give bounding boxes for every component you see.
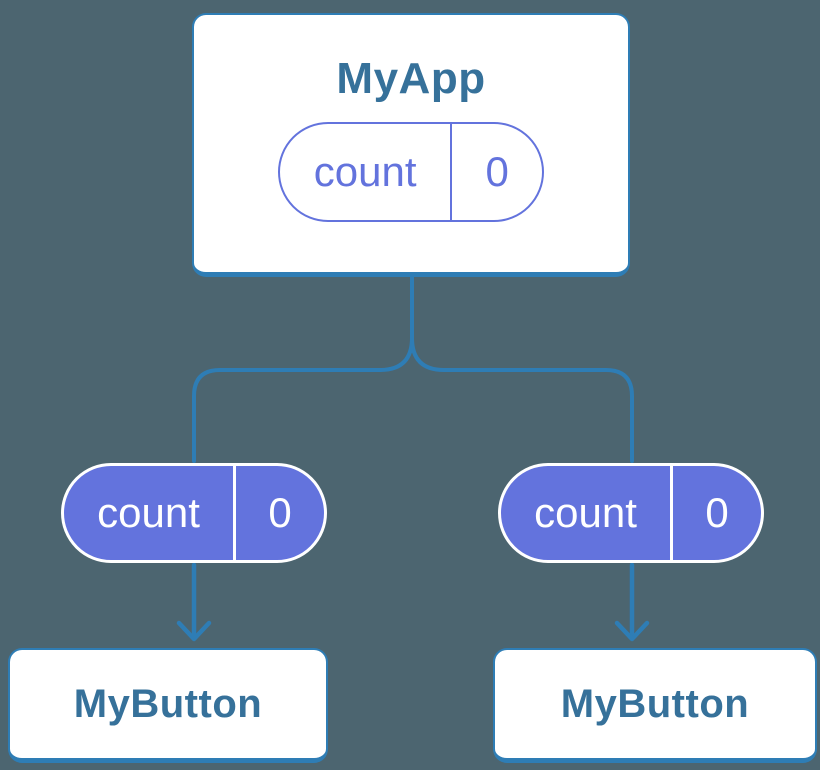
prop-pill-right: count 0 (498, 463, 764, 563)
prop-name: count (97, 489, 200, 536)
prop-value: 0 (670, 466, 761, 560)
prop-name: count (534, 489, 637, 536)
connector-root-to-right-pill (410, 275, 634, 463)
connector-root-to-left-pill (192, 275, 414, 463)
prop-pill-left: count 0 (61, 463, 327, 563)
component-title: MyButton (560, 682, 750, 726)
state-name: count (313, 148, 417, 195)
component-node-mybutton-left: MyButton (8, 648, 328, 763)
state-value: 0 (450, 124, 542, 220)
prop-value: 0 (233, 466, 324, 560)
arrowhead-down-right-icon (614, 620, 650, 642)
arrowhead-down-left-icon (176, 620, 212, 642)
component-node-mybutton-right: MyButton (493, 648, 817, 763)
component-title: MyApp (336, 54, 486, 103)
component-node-myapp: MyApp count 0 (192, 13, 630, 277)
component-title: MyButton (73, 682, 263, 726)
state-pill: count 0 (278, 122, 544, 222)
